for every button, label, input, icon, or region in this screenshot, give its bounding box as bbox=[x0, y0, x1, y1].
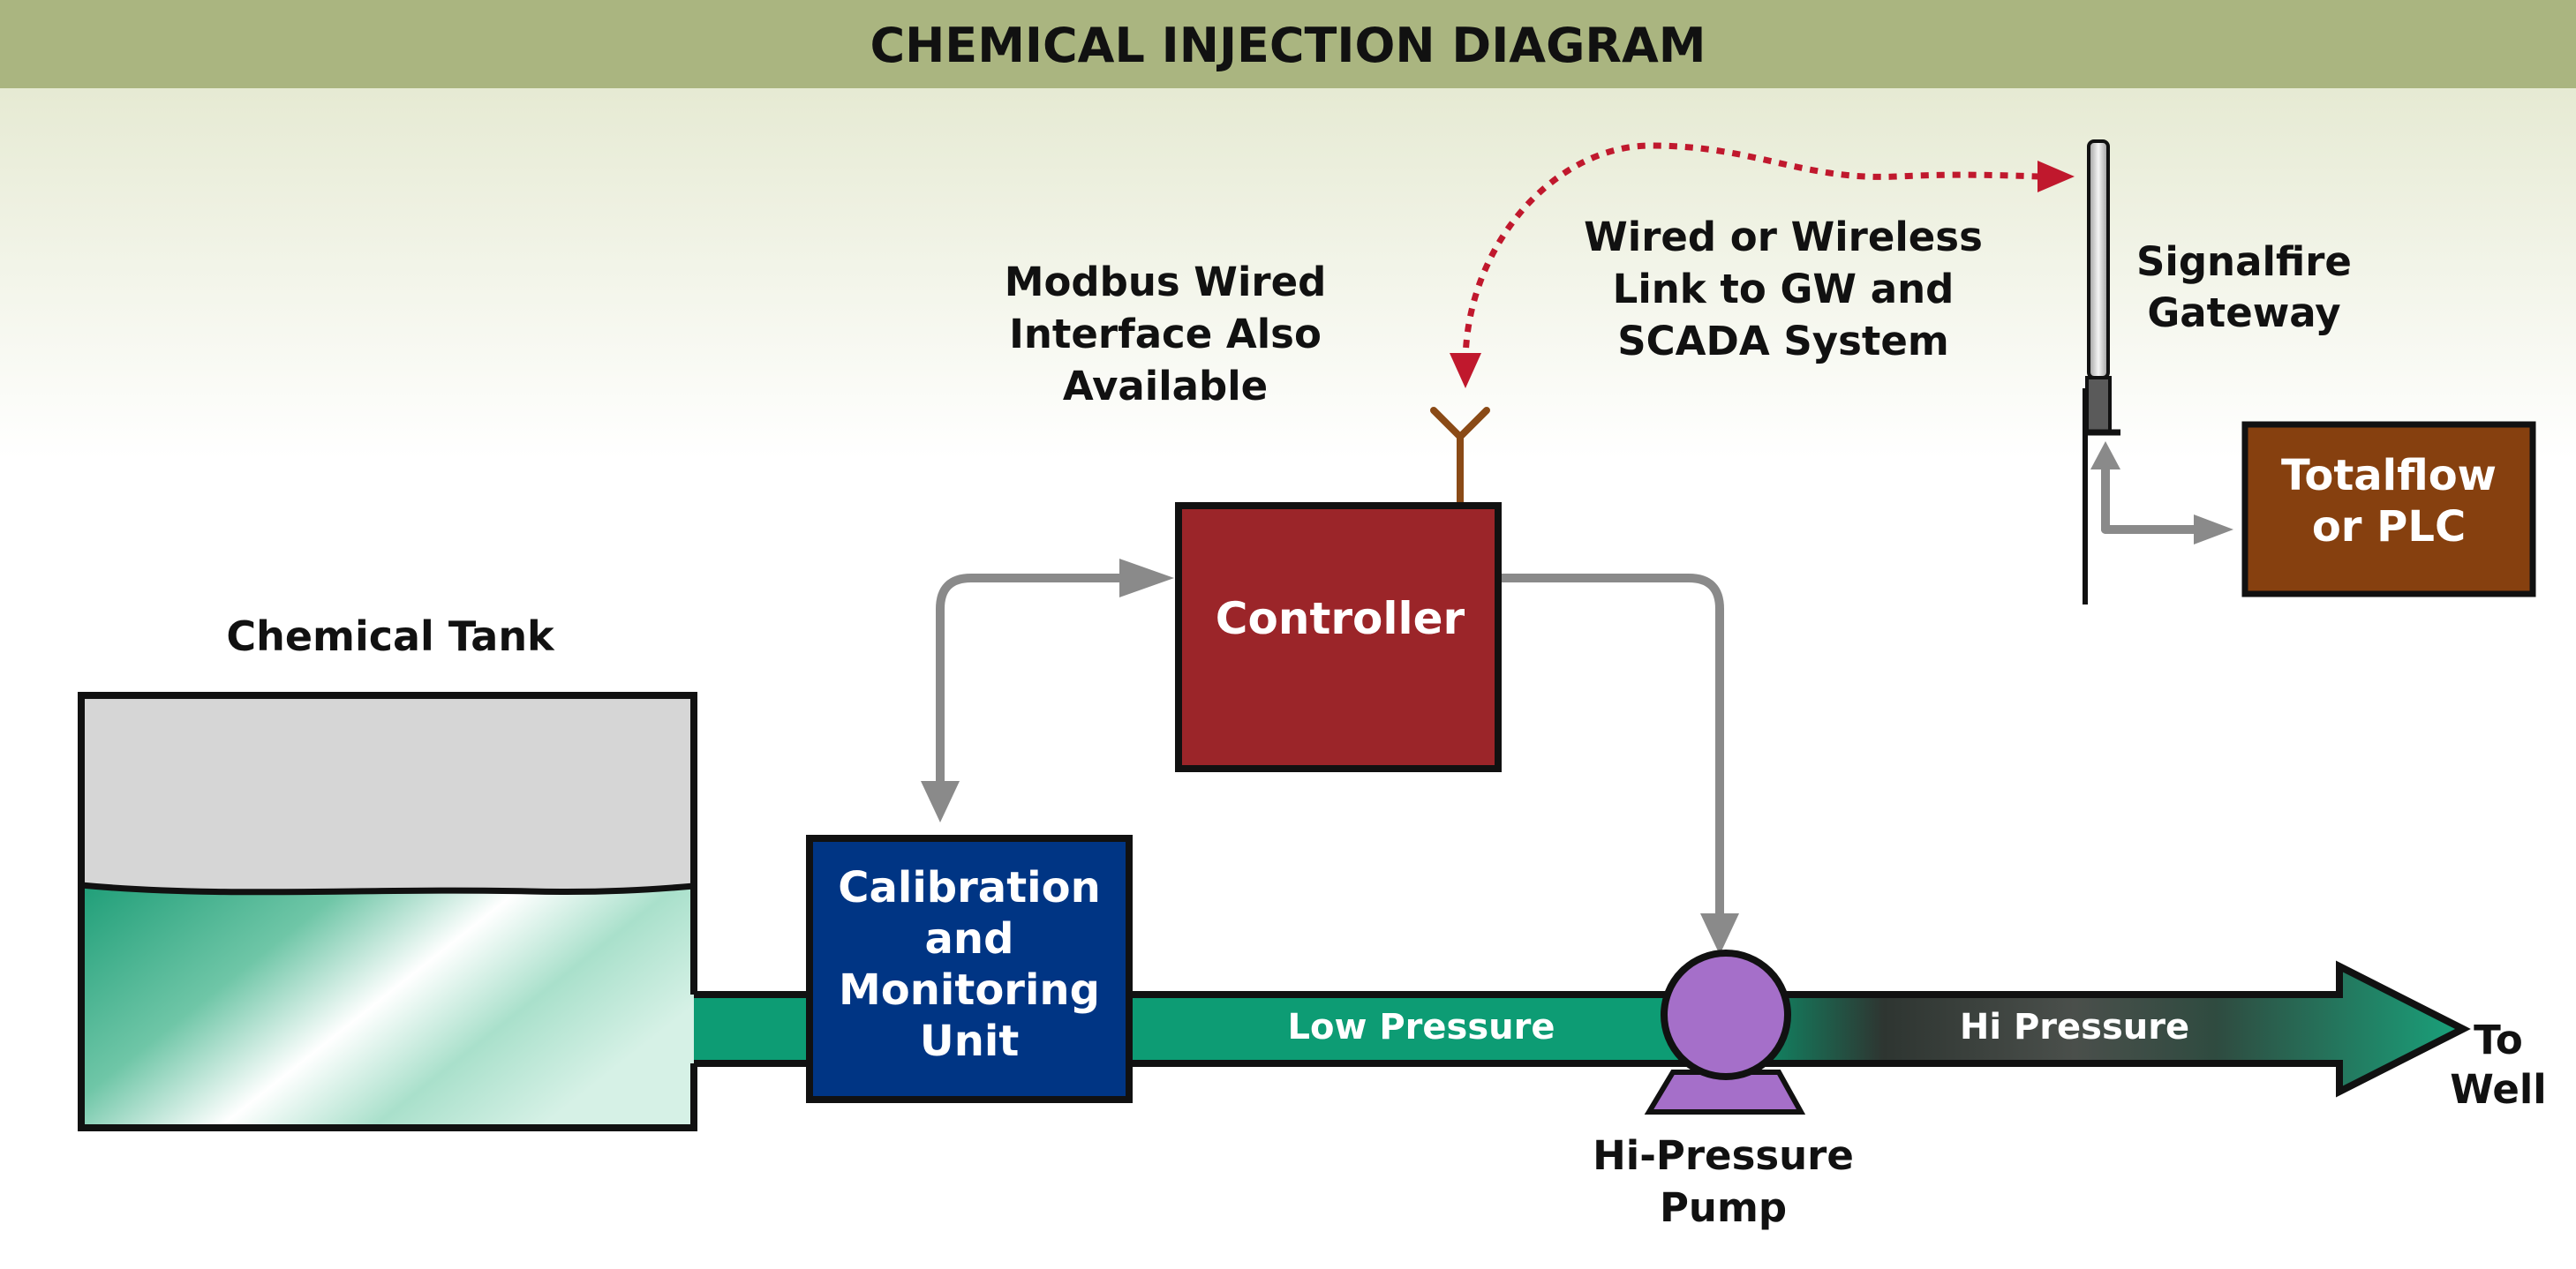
totalflow-line1: Totalflow bbox=[2281, 451, 2497, 500]
totalflow-line2: or PLC bbox=[2312, 502, 2466, 552]
wireless-link: Wired or Wireless Link to GW and SCADA S… bbox=[1450, 142, 2075, 388]
controller-label: Controller bbox=[1216, 593, 1465, 644]
wireless-line1: Wired or Wireless bbox=[1584, 214, 1983, 260]
modbus-note: Modbus Wired Interface Also Available bbox=[1005, 259, 1327, 409]
link-arrowhead-controller bbox=[1450, 353, 1481, 388]
page-title: CHEMICAL INJECTION DIAGRAM bbox=[870, 18, 1706, 73]
modbus-line2: Interface Also bbox=[1009, 311, 1322, 357]
chemical-fluid bbox=[81, 885, 694, 1128]
to-well-line2: Well bbox=[2450, 1066, 2546, 1113]
hi-pressure-pump: Hi-Pressure Pump bbox=[1593, 950, 1854, 1231]
calibration-label-line2: and bbox=[925, 914, 1014, 964]
calibration-monitoring-unit: Calibration and Monitoring Unit bbox=[806, 835, 1133, 1103]
arrowhead-to-pump bbox=[1700, 913, 1739, 955]
dotted-double-arrow bbox=[1462, 142, 2040, 364]
wireless-line3: SCADA System bbox=[1617, 318, 1949, 364]
controller: Controller bbox=[1175, 407, 1502, 772]
totalflow-plc: Totalflow or PLC bbox=[2241, 421, 2536, 597]
link-arrowhead-gateway bbox=[2037, 161, 2075, 192]
wireless-line2: Link to GW and bbox=[1613, 266, 1955, 312]
signalfire-gateway: Signalfire Gateway bbox=[2083, 139, 2352, 604]
title-bar bbox=[0, 0, 2576, 88]
background-fade bbox=[0, 88, 2576, 459]
arrowhead-to-calibration bbox=[921, 781, 960, 822]
gateway-base bbox=[2085, 376, 2112, 434]
modbus-line3: Available bbox=[1063, 363, 1268, 409]
gateway-label-line1: Signalfire bbox=[2136, 238, 2352, 285]
pump-label-line2: Pump bbox=[1660, 1184, 1787, 1231]
modbus-line1: Modbus Wired bbox=[1005, 259, 1327, 305]
controller-to-pump-line bbox=[1496, 574, 1724, 927]
connector-lines bbox=[936, 459, 2203, 927]
hi-pressure-label: Hi Pressure bbox=[1960, 1007, 2189, 1047]
pump-label-line1: Hi-Pressure bbox=[1593, 1132, 1854, 1179]
antenna-icon-head bbox=[1430, 407, 1490, 442]
calibration-to-controller-line bbox=[936, 574, 1124, 785]
hi-pressure-arrow bbox=[1753, 960, 2471, 1098]
calibration-label-line4: Unit bbox=[920, 1017, 1020, 1066]
calibration-label-line1: Calibration bbox=[838, 863, 1101, 912]
arrowhead-to-totalflow bbox=[2194, 514, 2233, 544]
calibration-label-line3: Monitoring bbox=[839, 965, 1100, 1015]
chemical-tank bbox=[78, 692, 697, 1131]
antenna-mast-icon bbox=[2087, 139, 2110, 379]
to-well-line1: To bbox=[2474, 1017, 2523, 1063]
pump-base bbox=[1644, 1070, 1806, 1115]
gateway-to-totalflow-line bbox=[2101, 463, 2203, 534]
pump-body bbox=[1661, 950, 1791, 1080]
arrowhead-to-controller bbox=[1119, 559, 1174, 597]
low-pressure-label: Low Pressure bbox=[1288, 1007, 1555, 1047]
arrowhead-to-gateway bbox=[2090, 441, 2120, 469]
chemical-tank-label: Chemical Tank bbox=[226, 612, 555, 660]
gateway-label-line2: Gateway bbox=[2147, 289, 2340, 336]
